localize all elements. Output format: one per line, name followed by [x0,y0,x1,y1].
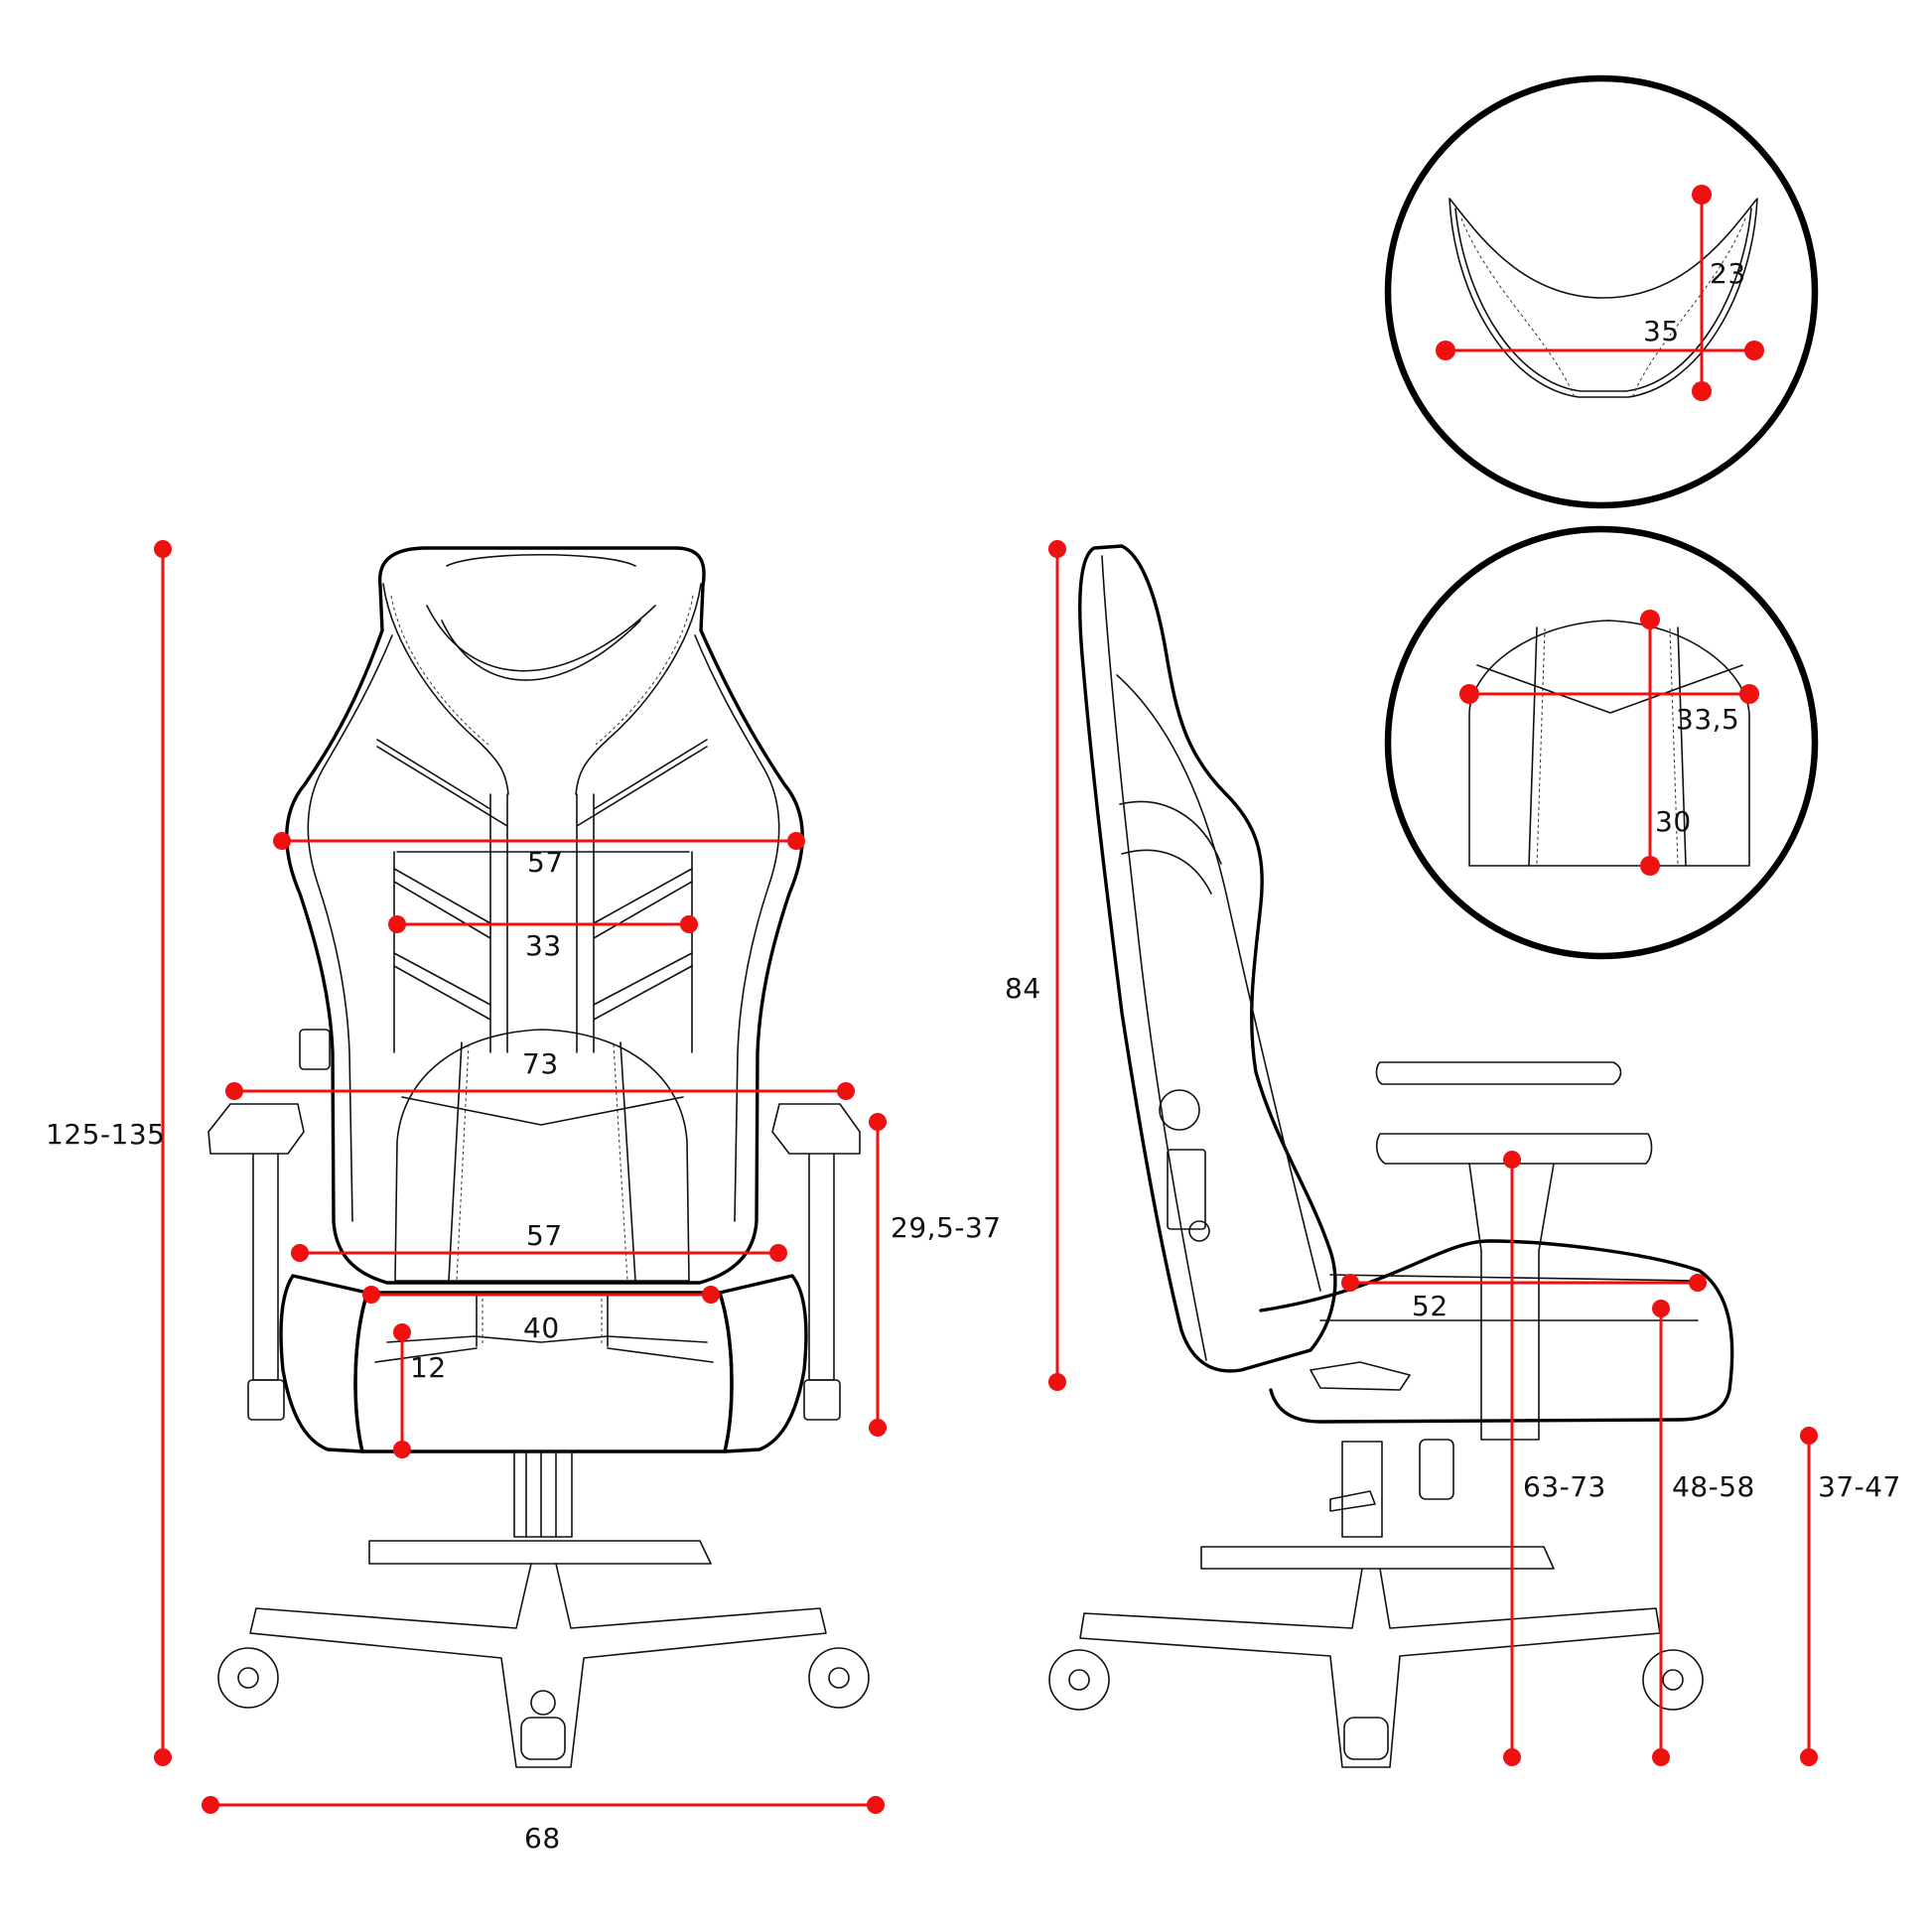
dim-label-headrest-width: 35 [1643,315,1680,347]
dim-label-armrest-floor-height: 63-73 [1523,1470,1606,1503]
dim-label-backrest-height: 84 [1005,972,1041,1005]
dim-label-seat-floor-height: 48-58 [1672,1470,1755,1503]
dim-label-backrest-width: 57 [527,846,564,879]
dim-label-seat-width-outer: 57 [526,1219,563,1252]
dim-label-lumbar-height: 30 [1655,805,1692,838]
dim-label-seat-base-height: 37-47 [1818,1470,1901,1503]
dim-label-total-height: 125-135 [46,1118,166,1151]
lumbar-detail [1384,525,1819,960]
headrest-detail [1384,74,1819,509]
dim-label-seat-width-inner: 40 [523,1311,560,1344]
dimension-lines [154,185,1818,1814]
dim-label-lumbar-width: 33,5 [1676,703,1740,736]
front-view-chair [207,546,870,1768]
dim-label-seat-thickness: 12 [410,1351,447,1384]
dim-label-seat-depth: 52 [1412,1290,1449,1322]
dim-label-headrest-height: 23 [1710,257,1746,290]
dim-label-armrest-span: 73 [522,1047,559,1080]
side-view-chair [1048,544,1734,1768]
dim-label-armrest-height: 29,5-37 [891,1211,1002,1244]
dim-label-backrest-inner-width: 33 [525,929,562,962]
dim-label-base-width: 68 [524,1822,561,1855]
